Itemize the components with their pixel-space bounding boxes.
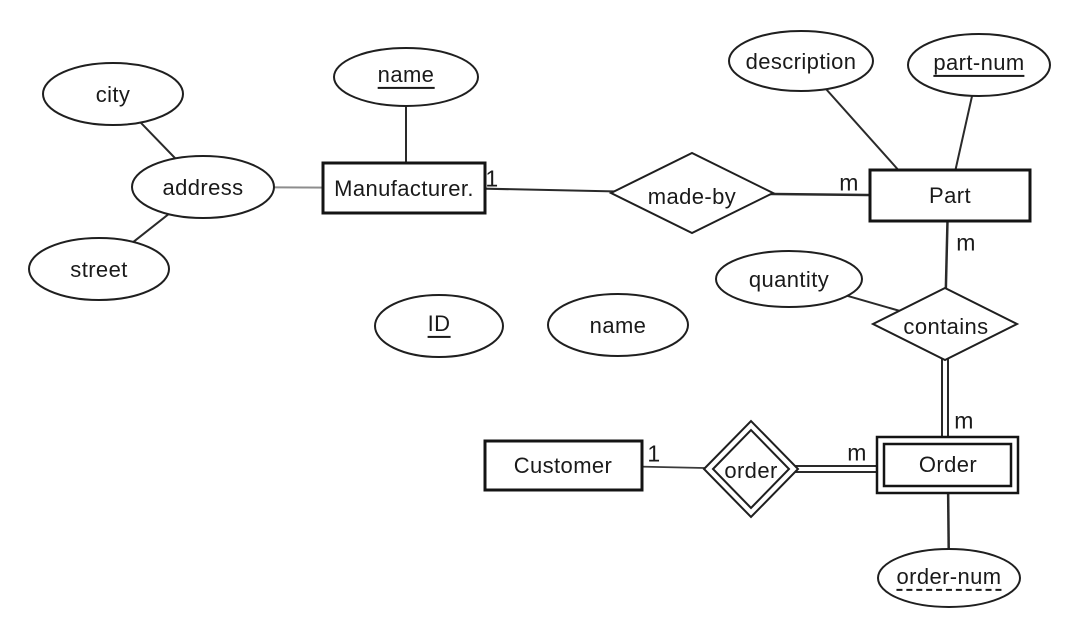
attribute-ellipse-customer-name — [547, 293, 689, 357]
key-underline: ID — [427, 310, 451, 338]
relationship-diamond-contains — [870, 286, 1020, 362]
relationship-label-order: order — [724, 457, 778, 483]
attribute-label-city: city — [95, 81, 131, 107]
relationship-diamond-order-inner — [711, 428, 791, 510]
attribute-label-order-num: order-num — [896, 563, 1002, 591]
entity-rect-order-inner — [882, 442, 1013, 488]
entity-label-manufacturer: Manufacturer. — [334, 175, 474, 201]
attribute-label-address: address — [162, 174, 244, 200]
partial-key-underline: order-num — [896, 563, 1002, 591]
cardinality-contains-order: m — [954, 407, 974, 434]
attribute-ellipse-address — [131, 155, 275, 219]
attribute-label-customer-name: name — [589, 312, 647, 338]
attribute-label-part-num: part-num — [933, 49, 1025, 77]
attribute-ellipse-order-num — [877, 548, 1021, 608]
attribute-ellipse-street — [28, 237, 170, 301]
entity-rect-customer — [483, 439, 644, 492]
entity-label-part: Part — [929, 182, 971, 208]
attribute-label-quantity: quantity — [748, 266, 830, 292]
attribute-ellipse-part-num — [907, 33, 1051, 97]
relationship-diamond-made-by — [608, 151, 776, 235]
entity-label-order: Order — [918, 451, 978, 477]
attribute-label-manufacturer-name: name — [377, 61, 435, 89]
attribute-label-description: description — [745, 48, 857, 74]
key-underline: name — [377, 61, 435, 89]
key-underline: part-num — [933, 49, 1025, 77]
entity-label-customer: Customer — [513, 452, 613, 478]
relationship-label-contains: contains — [903, 313, 989, 339]
entity-rect-manufacturer — [321, 161, 487, 215]
attribute-ellipse-city — [42, 62, 184, 126]
attribute-label-street: street — [70, 256, 128, 282]
cardinality-order-rel-order: m — [847, 439, 867, 466]
attribute-label-customer-id: ID — [427, 310, 451, 338]
cardinality-manufacturer-made-by: 1 — [485, 165, 499, 192]
entity-rect-part — [868, 168, 1032, 223]
cardinality-part-contains: m — [956, 229, 976, 256]
attribute-ellipse-description — [728, 30, 874, 92]
cardinality-customer-order-rel: 1 — [647, 440, 661, 467]
relationship-label-made-by: made-by — [647, 183, 737, 209]
attribute-ellipse-quantity — [715, 250, 863, 308]
attribute-ellipse-customer-id — [374, 294, 504, 358]
attribute-ellipse-manufacturer-name — [333, 47, 479, 107]
cardinality-made-by-part: m — [839, 169, 859, 196]
